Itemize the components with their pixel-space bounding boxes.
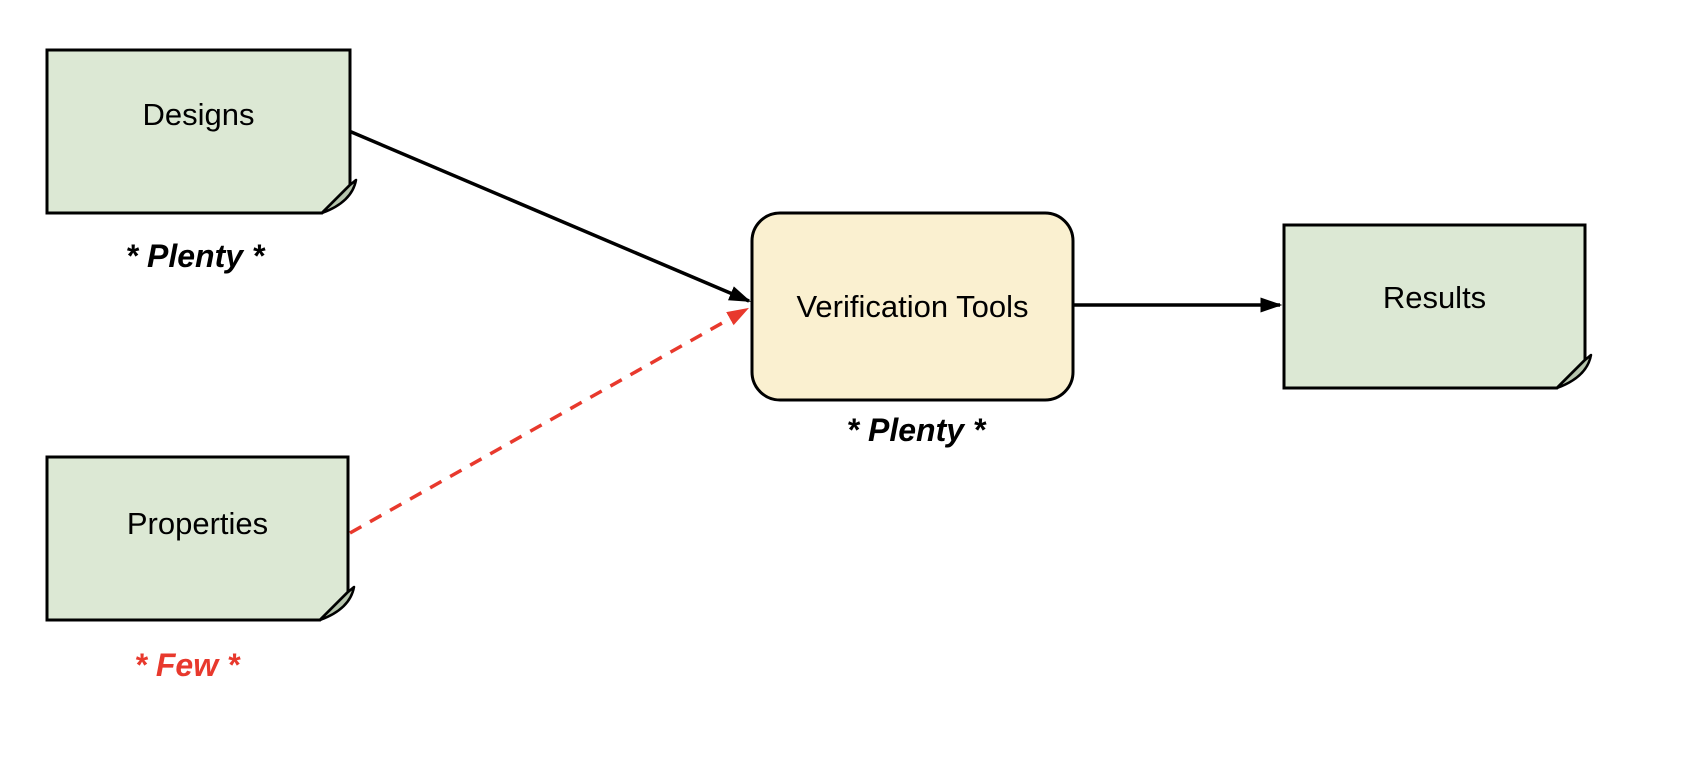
folded-corner-icon xyxy=(320,178,358,215)
edge-designs-to-tools xyxy=(348,129,752,303)
folded-corner-icon xyxy=(1555,353,1593,390)
node-designs-shape xyxy=(45,48,358,215)
node-properties-shape xyxy=(45,455,356,622)
node-verification-tools-shape xyxy=(750,211,1075,402)
edge-properties-to-tools xyxy=(349,307,750,535)
node-results-shape xyxy=(1282,223,1593,390)
folded-corner-icon xyxy=(318,585,356,622)
